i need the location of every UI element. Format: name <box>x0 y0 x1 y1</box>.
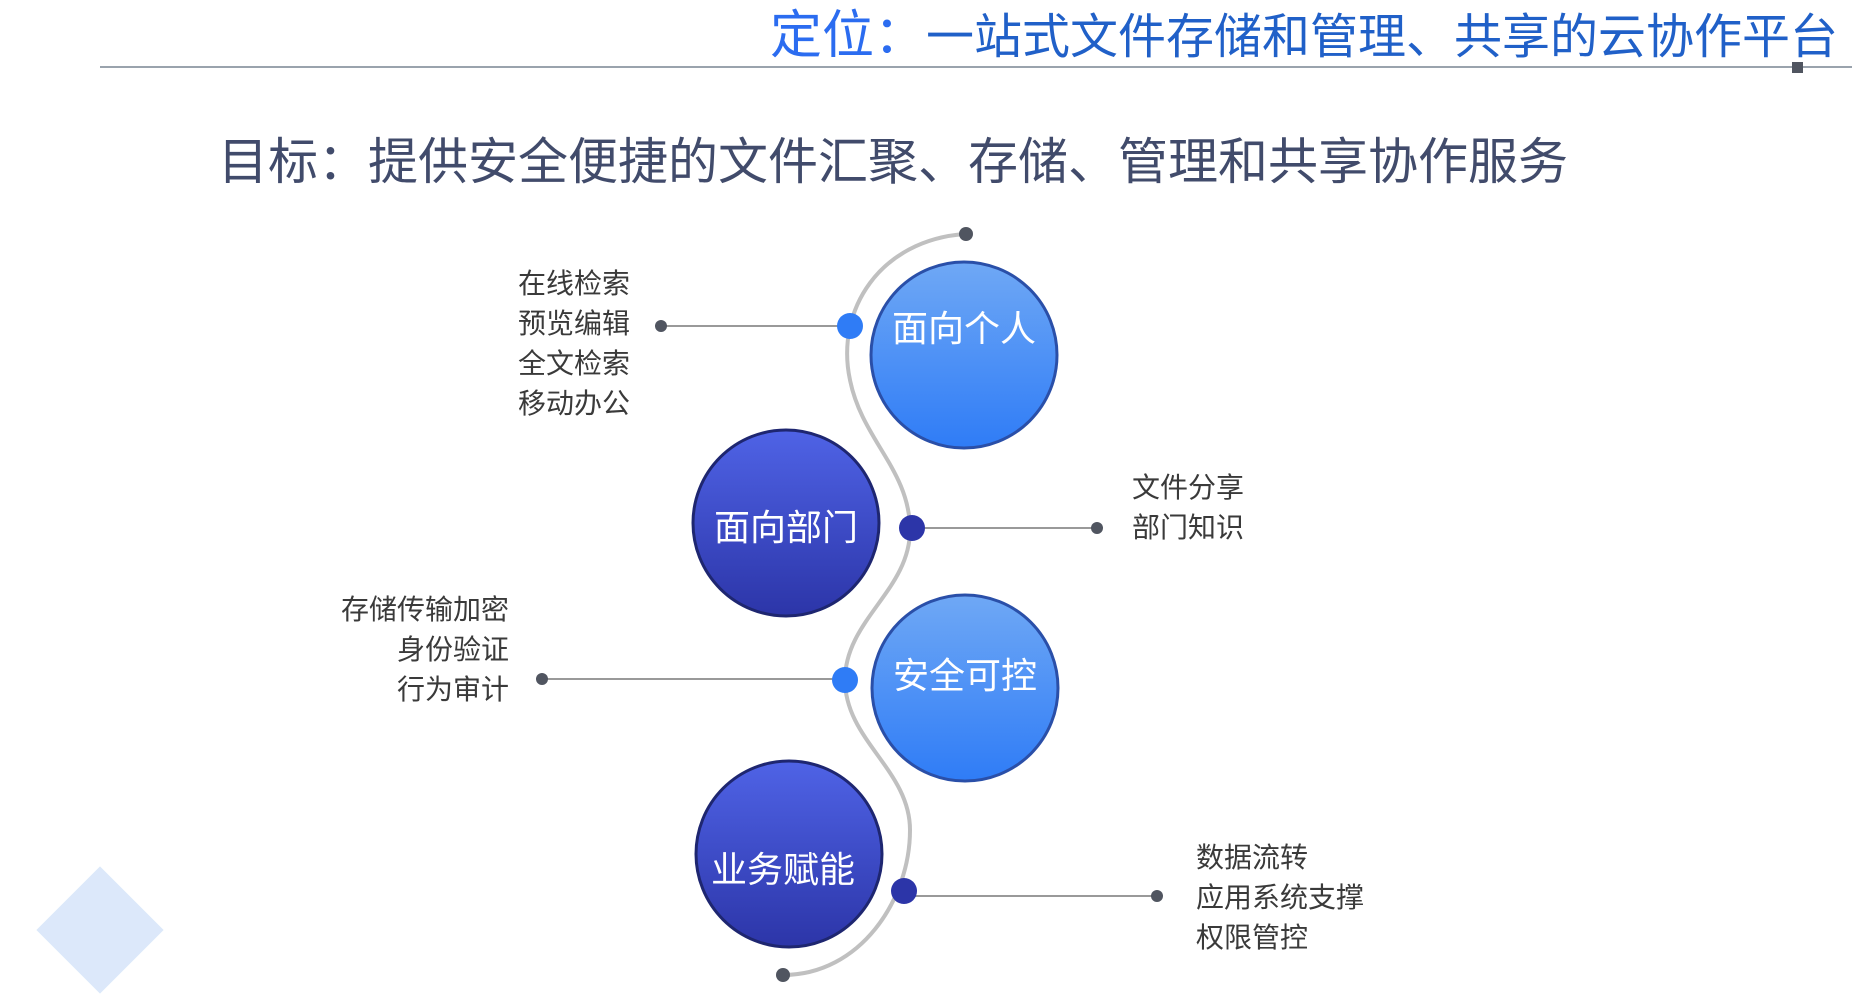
header-divider <box>100 66 1852 68</box>
node-label-department: 面向部门 <box>713 508 859 549</box>
curve-end-dot-bottom <box>776 968 790 982</box>
node-label-personal: 面向个人 <box>891 309 1037 350</box>
connector-node-dot-business <box>891 878 917 904</box>
node-circle-department <box>691 428 881 618</box>
feature-item: 在线检索 <box>517 267 630 300</box>
feature-list-department: 文件分享 部门知识 <box>1132 468 1244 548</box>
connector-node-dot-security <box>832 667 858 693</box>
feature-item: 身份验证 <box>396 633 509 666</box>
connector-end-dot-department <box>1091 522 1103 534</box>
connector-node-dot-personal <box>837 313 863 339</box>
header-square-marker <box>1792 62 1803 73</box>
connector-end-dot-business <box>1151 890 1163 902</box>
feature-list-security: 存储传输加密 身份验证 行为审计 <box>341 590 509 710</box>
feature-item: 权限管控 <box>1196 921 1309 954</box>
feature-item: 预览编辑 <box>517 307 630 340</box>
winding-curve <box>782 232 966 977</box>
node-circle-business <box>694 759 884 949</box>
node-circle-security <box>870 593 1060 783</box>
feature-list-personal: 在线检索 预览编辑 全文检索 移动办公 <box>518 264 630 424</box>
curve-end-dot-top <box>959 227 973 241</box>
connector-end-dot-personal <box>655 320 667 332</box>
connector-node-dot-department <box>899 515 925 541</box>
feature-item: 移动办公 <box>517 387 630 420</box>
feature-item: 数据流转 <box>1196 841 1309 874</box>
header-title: 定位：一站式文件存储和管理、共享的云协作平台 <box>770 4 1838 69</box>
goal-title: 目标：提供安全便捷的文件汇聚、存储、管理和共享协作服务 <box>218 133 1568 191</box>
feature-list-business: 数据流转 应用系统支撑 权限管控 <box>1196 838 1364 958</box>
node-label-business: 业务赋能 <box>710 850 856 891</box>
feature-item: 存储传输加密 <box>340 593 509 626</box>
header-title-text: 一站式文件存储和管理、共享的云协作平台 <box>926 9 1839 65</box>
feature-item: 全文检索 <box>517 347 630 380</box>
feature-item: 行为审计 <box>396 673 509 706</box>
connector-end-dot-security <box>536 673 548 685</box>
feature-item: 应用系统支撑 <box>1196 881 1365 914</box>
node-circle-personal <box>869 260 1059 450</box>
node-label-security: 安全可控 <box>892 656 1038 697</box>
feature-item: 部门知识 <box>1132 511 1245 544</box>
feature-item: 文件分享 <box>1132 471 1245 504</box>
header-title-prefix: 定位： <box>770 6 927 66</box>
